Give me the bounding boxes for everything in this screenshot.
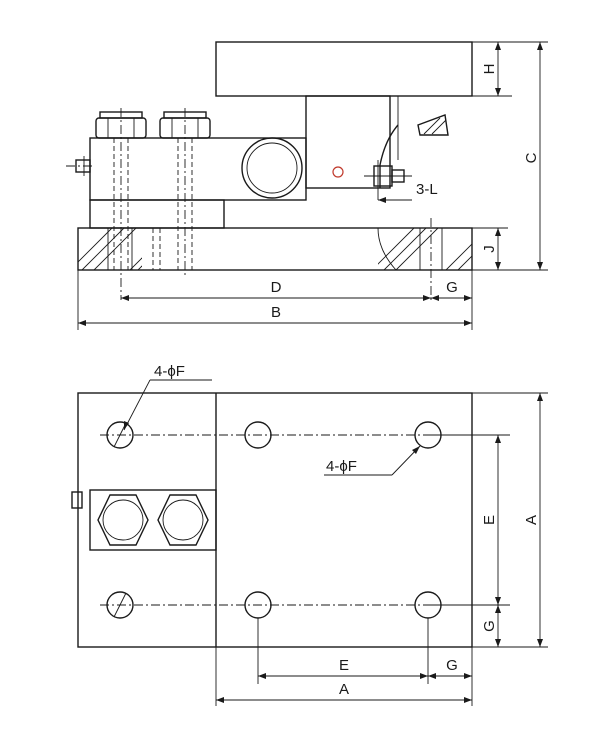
reference-hole-mark [332, 166, 344, 178]
top-view: 4-ϕF 4-ϕF E G A E [71, 363, 548, 706]
dim-label-G-side: G [446, 279, 458, 296]
curved-bracket [379, 124, 399, 188]
top-plate [215, 41, 473, 97]
hole-callout-top: 4-ϕF [154, 363, 185, 380]
dim-label-G-horizontal: G [446, 657, 458, 674]
dim-label-E-horizontal: E [339, 657, 349, 674]
dim-label-A-horizontal: A [339, 681, 349, 698]
dim-label-J: J [481, 245, 498, 253]
base-section-left [78, 228, 142, 270]
dim-label-E-vertical: E [481, 515, 498, 525]
dim-label-A-vertical: A [523, 515, 540, 525]
hex-bolt-left [97, 494, 149, 546]
base-section-right [378, 228, 472, 270]
side-view: H C J 3-L D G B [66, 41, 548, 330]
hex-bolt-right [157, 494, 209, 546]
dim-label-B: B [271, 304, 281, 321]
dim-label-C: C [523, 152, 540, 163]
bolt-housing [89, 489, 217, 551]
support-block [305, 95, 391, 189]
thread-callout-3-L: 3-L [416, 181, 438, 198]
load-pin-circle [241, 137, 303, 199]
base-plate [77, 227, 473, 271]
mounting-hole [106, 591, 134, 619]
base-plate-top [77, 392, 473, 648]
load-cell-body [89, 137, 307, 201]
mounting-hole [244, 421, 272, 449]
dim-label-D: D [271, 279, 282, 296]
dim-label-H: H [481, 64, 498, 75]
spacer-block [89, 199, 225, 229]
hole-callout-right: 4-ϕF [326, 458, 357, 475]
dim-label-G-vertical: G [481, 620, 498, 632]
bracket-wedge [417, 114, 449, 136]
side-plug-top [71, 491, 83, 509]
